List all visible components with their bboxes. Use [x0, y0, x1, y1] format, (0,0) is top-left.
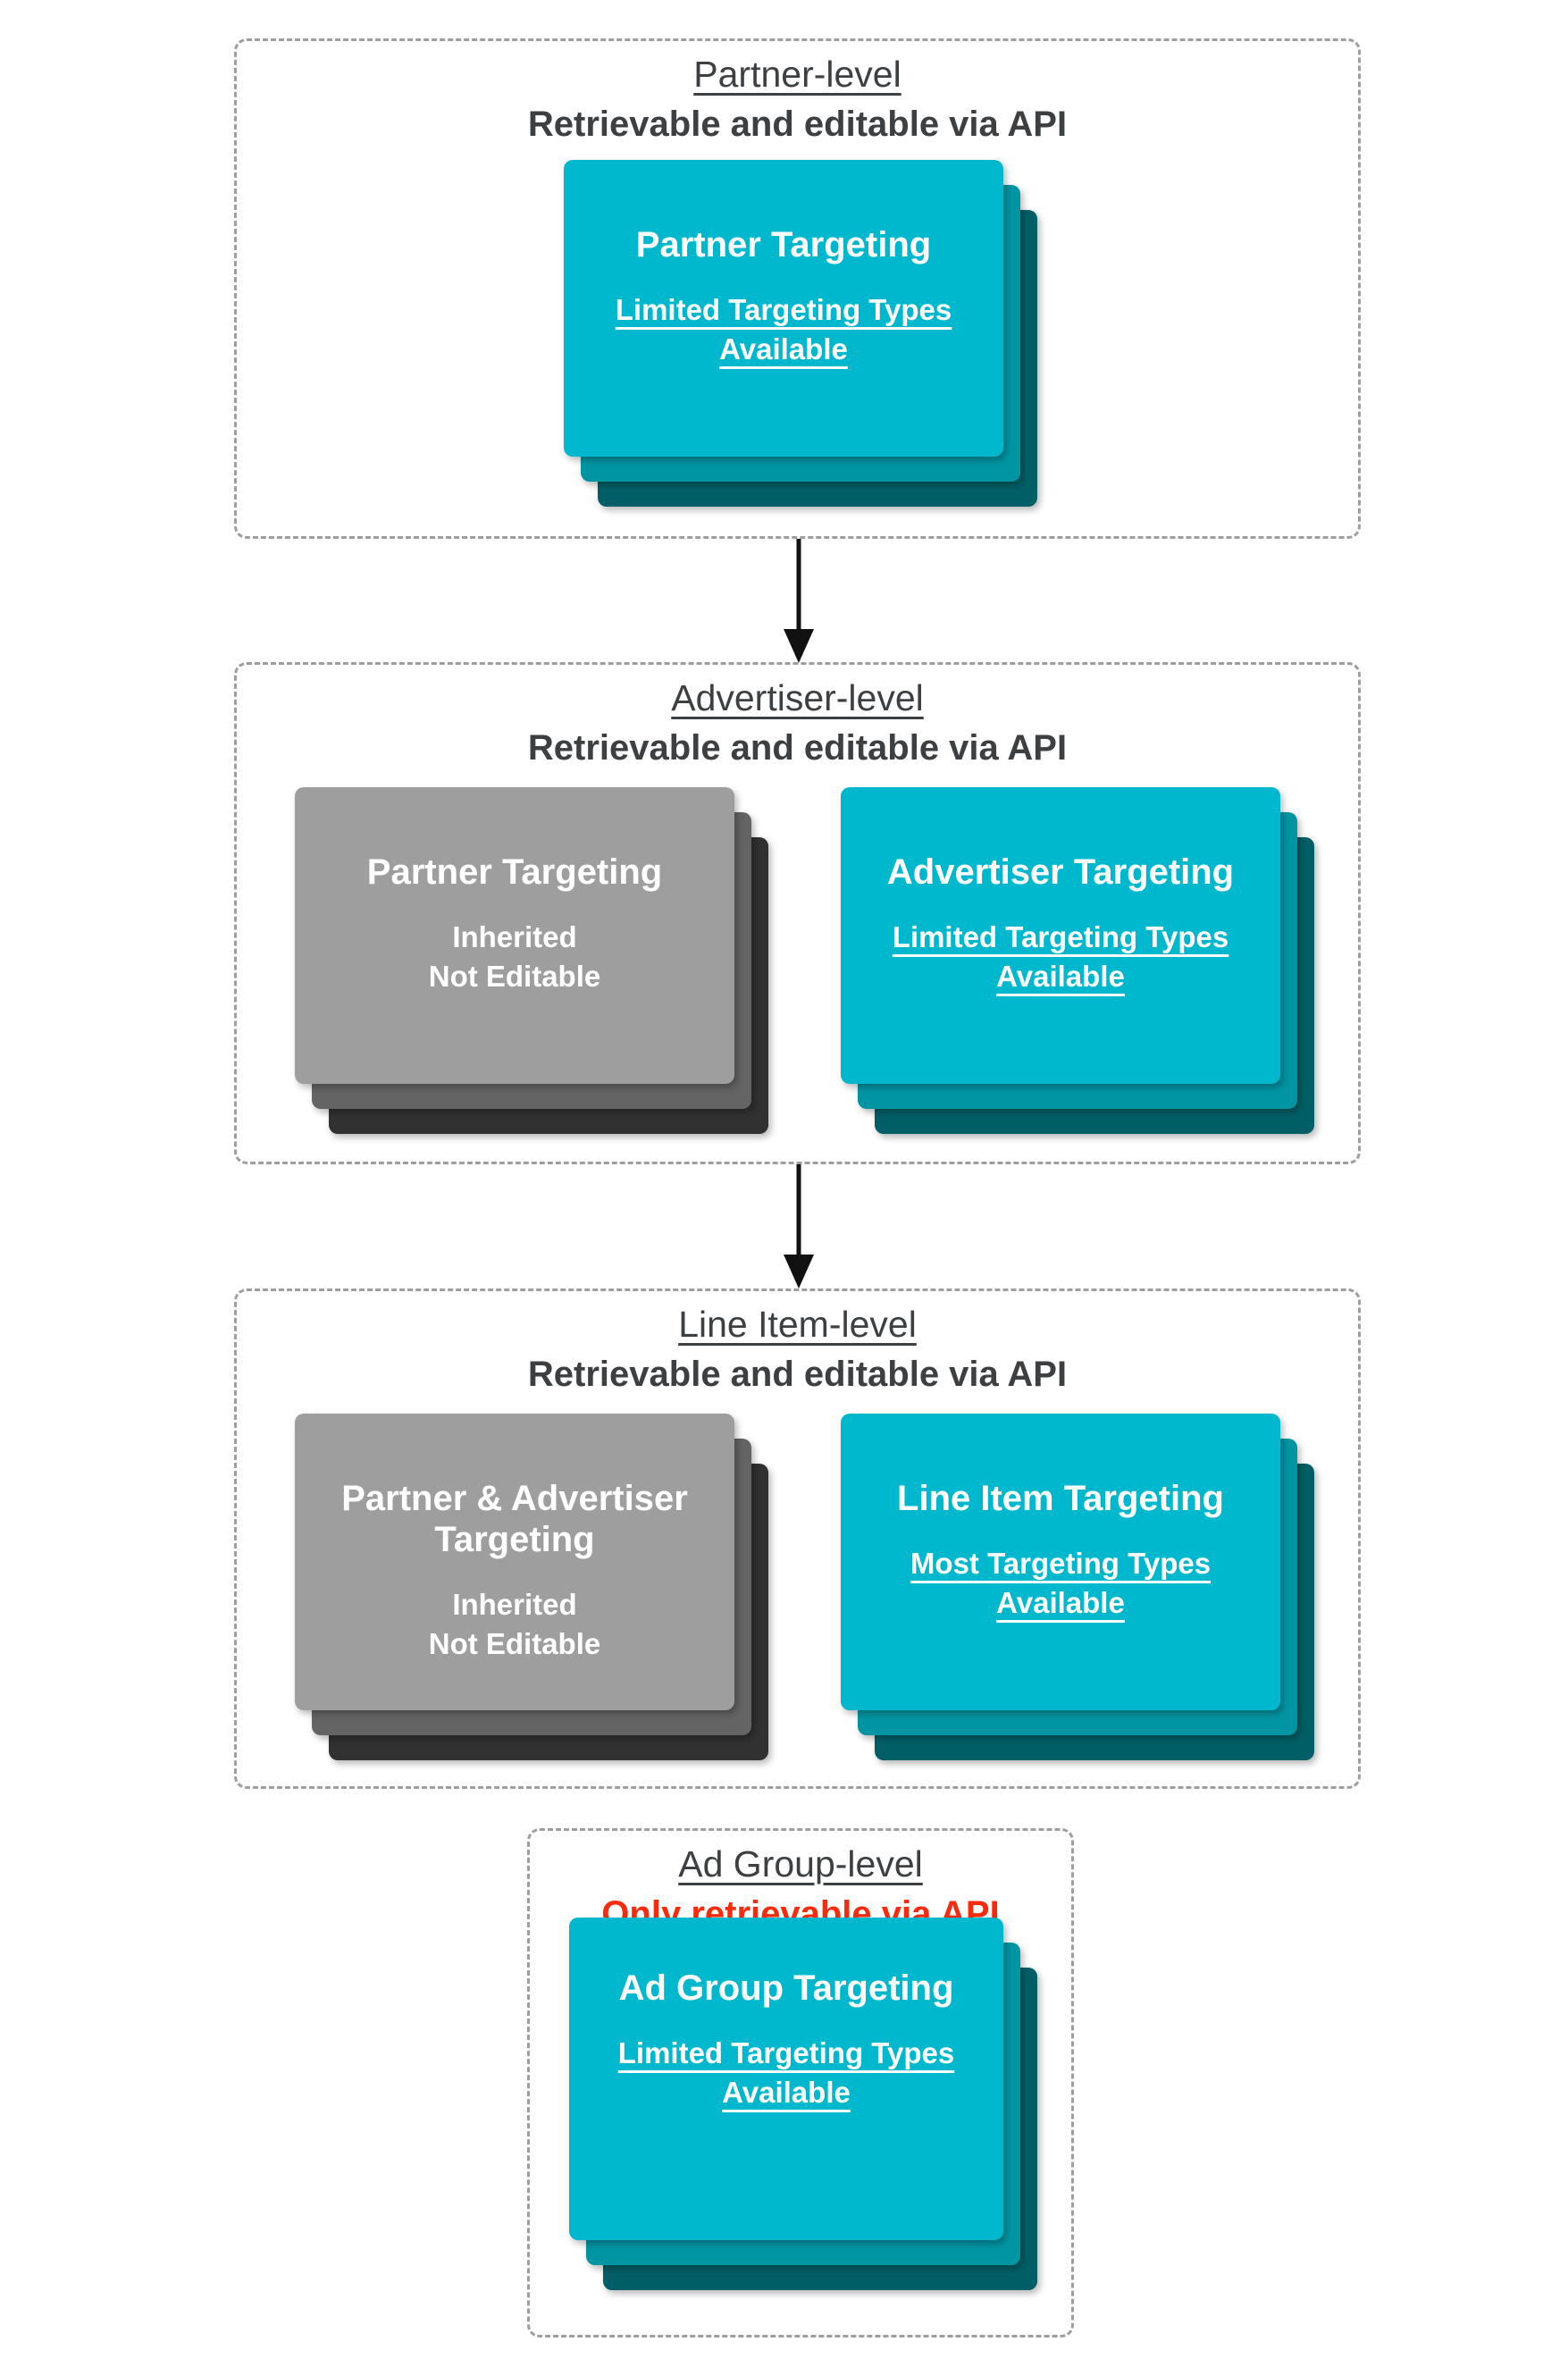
targeting-card: Ad Group Targeting Limited Targeting Typ…: [569, 1918, 1003, 2240]
card-subtitle-line: Available: [996, 960, 1125, 993]
card-stack-inherited-partner-targeting: Partner Targeting Inherited Not Editable: [295, 787, 768, 1134]
card-title: Partner Targeting: [635, 225, 932, 264]
flow-arrow-partner-to-advertiser: [784, 539, 814, 663]
targeting-card: Partner & Advertiser Targeting Inherited…: [295, 1414, 734, 1710]
card-subtitle: Limited Targeting Types Available: [871, 918, 1251, 996]
targeting-card: Line Item Targeting Most Targeting Types…: [841, 1414, 1280, 1710]
card-subtitle-line: Available: [722, 2076, 851, 2109]
card-title: Partner Targeting: [366, 852, 663, 892]
card-subtitle-line: Limited Targeting Types: [892, 920, 1229, 953]
section-subtitle: Retrievable and editable via API: [527, 728, 1068, 768]
card-subtitle-line: Available: [719, 332, 848, 365]
targeting-card: Advertiser Targeting Limited Targeting T…: [841, 787, 1280, 1084]
arrow-shaft: [796, 1164, 801, 1258]
targeting-card: Partner Targeting Inherited Not Editable: [295, 787, 734, 1084]
section-title: Partner-level: [693, 54, 901, 95]
card-subtitle: Most Targeting Types Available: [889, 1544, 1232, 1623]
card-stack-line-item-targeting: Line Item Targeting Most Targeting Types…: [841, 1414, 1314, 1760]
card-title: Partner & Advertiser Targeting: [341, 1479, 688, 1559]
card-stack-inherited-partner-advertiser-targeting: Partner & Advertiser Targeting Inherited…: [295, 1414, 768, 1760]
card-subtitle-line: Most Targeting Types: [910, 1547, 1212, 1580]
section-title: Line Item-level: [678, 1304, 917, 1345]
section-advertiser-level: Advertiser-level Retrievable and editabl…: [234, 662, 1361, 1164]
arrow-head-icon: [784, 1255, 814, 1288]
card-subtitle: Limited Targeting Types Available: [594, 290, 974, 369]
card-stack-partner-targeting: Partner Targeting Limited Targeting Type…: [564, 160, 1037, 507]
flow-arrow-advertiser-to-line-item: [784, 1164, 814, 1288]
card-subtitle-line: Limited Targeting Types: [615, 293, 952, 326]
card-stack-advertiser-targeting: Advertiser Targeting Limited Targeting T…: [841, 787, 1314, 1134]
arrow-head-icon: [784, 629, 814, 663]
section-subtitle: Retrievable and editable via API: [527, 1355, 1068, 1394]
card-subtitle: Inherited Not Editable: [407, 1585, 623, 1664]
card-subtitle-line: Limited Targeting Types: [617, 2036, 955, 2069]
card-title: Line Item Targeting: [897, 1479, 1224, 1518]
section-line-item-level: Line Item-level Retrievable and editable…: [234, 1288, 1361, 1789]
card-stack-ad-group-targeting: Ad Group Targeting Limited Targeting Typ…: [569, 1918, 1037, 2290]
card-subtitle-line: Inherited: [452, 920, 577, 953]
card-subtitle: Limited Targeting Types Available: [597, 2034, 977, 2112]
card-subtitle-line: Inherited: [452, 1588, 577, 1621]
section-subtitle: Retrievable and editable via API: [527, 105, 1068, 144]
card-subtitle: Inherited Not Editable: [407, 918, 623, 996]
targeting-card: Partner Targeting Limited Targeting Type…: [564, 160, 1003, 457]
card-title: Ad Group Targeting: [618, 1968, 954, 2008]
card-subtitle-line: Not Editable: [428, 1627, 601, 1660]
card-subtitle-line: Available: [996, 1586, 1125, 1619]
arrow-shaft: [796, 539, 801, 633]
card-subtitle-line: Not Editable: [428, 960, 601, 993]
section-title: Ad Group-level: [678, 1843, 923, 1884]
card-title: Advertiser Targeting: [886, 852, 1235, 892]
section-title: Advertiser-level: [671, 677, 924, 718]
section-partner-level: Partner-level Retrievable and editable v…: [234, 38, 1361, 539]
